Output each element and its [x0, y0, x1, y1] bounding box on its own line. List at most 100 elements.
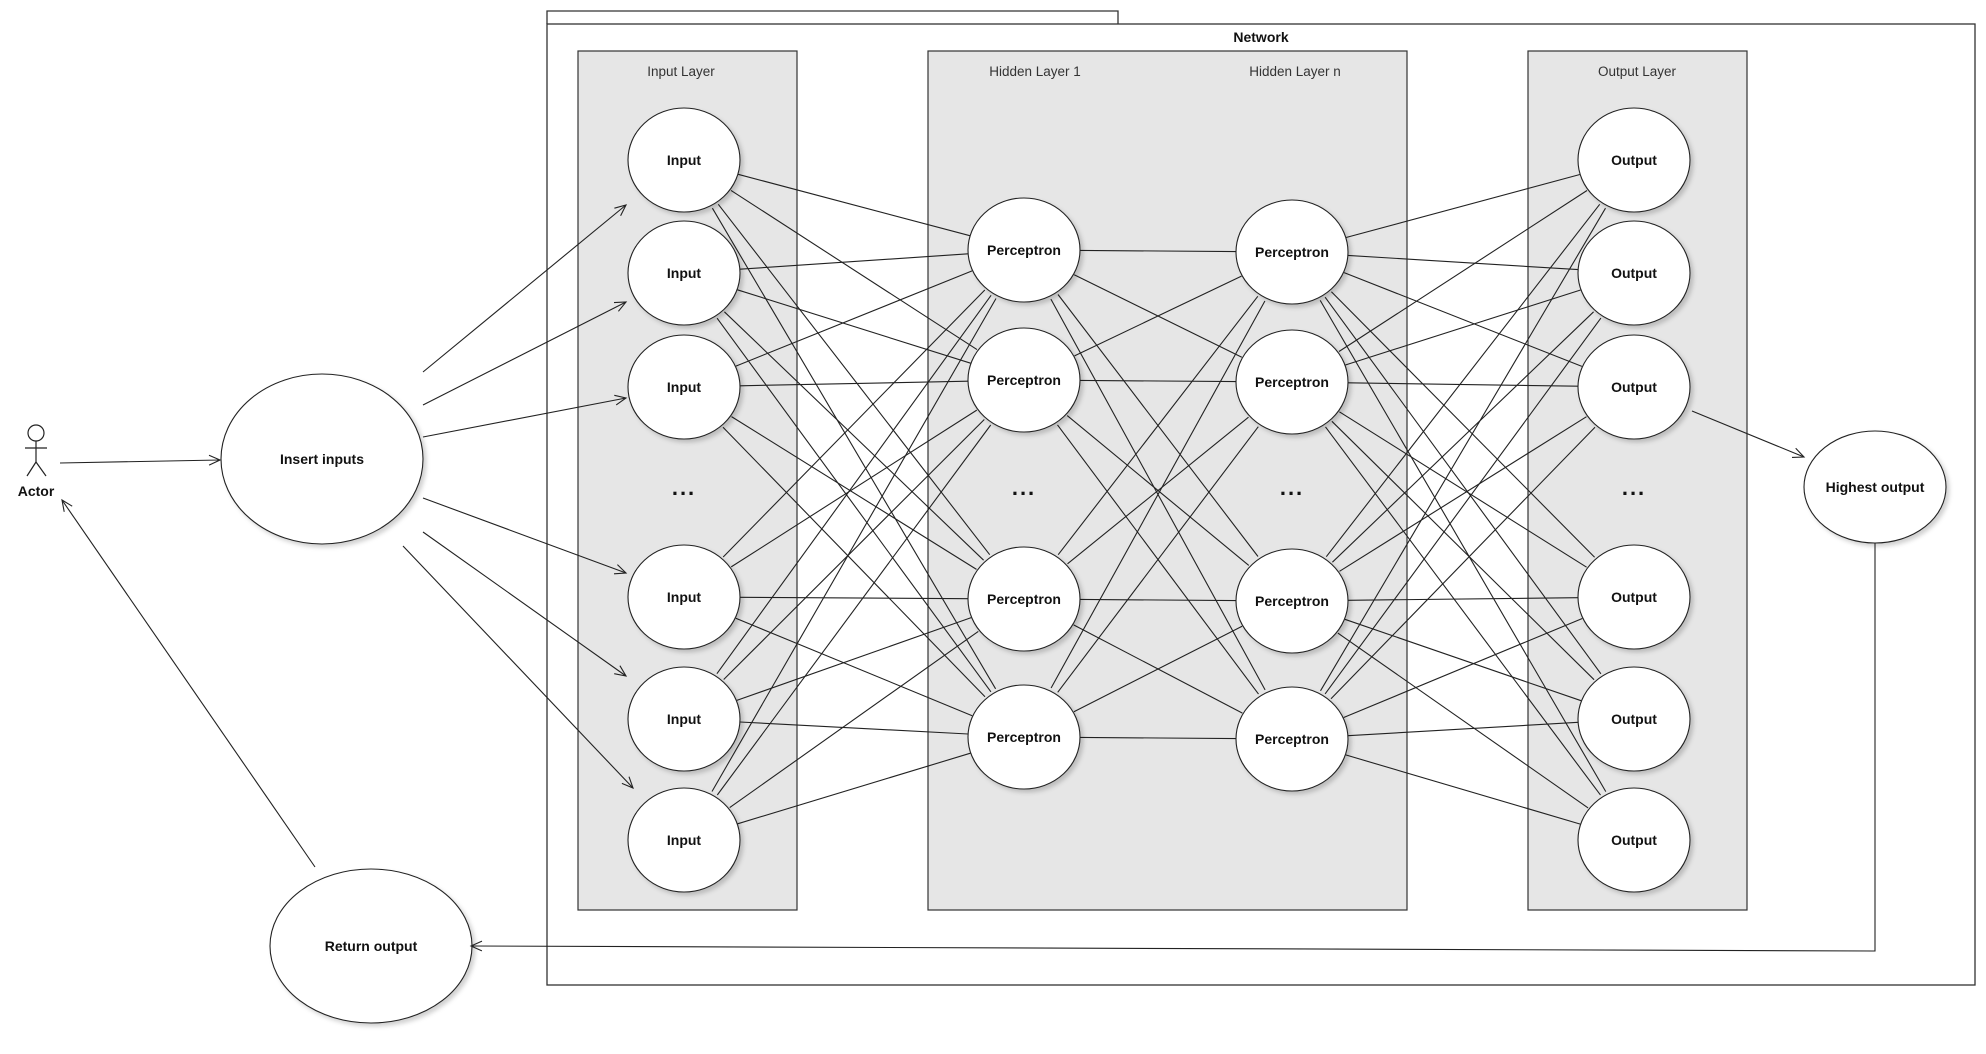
connection-line	[1320, 207, 1606, 692]
output-node: Output	[1577, 334, 1691, 440]
hidden-n-perceptron: Perceptron	[1235, 329, 1349, 435]
connection-line	[722, 426, 986, 698]
connection-line	[737, 173, 971, 237]
connection-line	[730, 189, 978, 351]
network-frame: Network	[546, 10, 1976, 986]
input-node: Input	[627, 666, 741, 772]
connection-line	[1067, 416, 1249, 565]
hidden-layer-1-title: Hidden Layer 1	[989, 64, 1081, 79]
connection-line	[1050, 300, 1266, 689]
connection-line	[1347, 721, 1579, 737]
output-node-label: Output	[1611, 379, 1657, 395]
insert-to-input-arrow	[422, 204, 628, 373]
connection-line	[1331, 291, 1595, 558]
connection-line	[722, 289, 986, 558]
input-node-label: Input	[667, 265, 702, 281]
output-node: Output	[1577, 220, 1691, 326]
connection-line	[1079, 736, 1237, 740]
connection-line	[1345, 289, 1581, 366]
hidden-1-perceptron-label: Perceptron	[987, 591, 1061, 607]
connection-line	[1347, 254, 1579, 271]
input-node: Input	[627, 787, 741, 893]
connection-line	[1073, 625, 1243, 713]
connection-line	[1331, 420, 1595, 681]
connection-line	[737, 289, 971, 364]
connection-line	[730, 409, 978, 568]
return-output-label: Return output	[325, 938, 418, 954]
hidden-n-ellipsis: ...	[1280, 475, 1304, 500]
output-to-highest-arrow	[1691, 410, 1806, 458]
output-ellipsis: ...	[1622, 475, 1646, 500]
input-node: Input	[627, 220, 741, 326]
connection-line	[711, 207, 997, 690]
output-node: Output	[1577, 787, 1691, 893]
actor-label: Actor	[18, 483, 55, 499]
hidden-n-perceptron-label: Perceptron	[1255, 593, 1329, 609]
hidden-n-perceptron-label: Perceptron	[1255, 731, 1329, 747]
insert-to-input-arrow	[422, 531, 628, 677]
flow-arrows	[59, 204, 1876, 952]
output-node-label: Output	[1611, 589, 1657, 605]
input-node-label: Input	[667, 711, 702, 727]
input-node-label: Input	[667, 832, 702, 848]
input-node-label: Input	[667, 152, 702, 168]
connection-line	[1343, 617, 1583, 719]
ellipsis-markers: ... ... ... ...	[672, 475, 1646, 500]
output-node: Output	[1577, 666, 1691, 772]
output-node-label: Output	[1611, 832, 1657, 848]
input-node: Input	[627, 107, 741, 213]
hidden-1-perceptron-label: Perceptron	[987, 242, 1061, 258]
hidden-n-perceptron-label: Perceptron	[1255, 244, 1329, 260]
connection-line	[1339, 411, 1587, 568]
connection-line	[735, 617, 973, 717]
connection-line	[1338, 190, 1588, 352]
connection-line	[731, 416, 977, 570]
connection-line	[1074, 275, 1242, 357]
insert-inputs-use-case: Insert inputs	[220, 373, 424, 545]
input-node: Input	[627, 544, 741, 650]
input-node-label: Input	[667, 379, 702, 395]
connection-line	[1325, 203, 1601, 558]
input-layer-title: Input Layer	[647, 64, 715, 79]
highest-to-return-arrow	[469, 543, 1876, 952]
network-nodes: InputInputInputInputInputInputPerceptron…	[627, 107, 1691, 893]
hidden-n-perceptron-label: Perceptron	[1255, 374, 1329, 390]
connection-line	[1347, 597, 1579, 601]
connection-line	[723, 419, 985, 680]
connection-line	[1079, 249, 1237, 253]
highest-output-use-case: Highest output	[1803, 430, 1947, 544]
connection-line	[1345, 173, 1581, 239]
output-node-label: Output	[1611, 265, 1657, 281]
connection-line	[711, 298, 997, 792]
return-output-use-case: Return output	[269, 868, 473, 1024]
connection-line	[729, 630, 979, 809]
return-to-actor-arrow	[61, 498, 316, 868]
connection-line	[717, 203, 991, 556]
connection-line	[739, 596, 969, 600]
insert-to-input-arrow	[422, 301, 628, 406]
output-layer-title: Output Layer	[1598, 64, 1677, 79]
output-node-label: Output	[1611, 152, 1657, 168]
connection-line	[716, 294, 992, 675]
connection-line	[735, 270, 973, 367]
connection-line	[1337, 632, 1589, 809]
network-frame-title: Network	[1233, 29, 1288, 45]
connection-line	[1332, 311, 1594, 563]
connection-line	[1325, 426, 1601, 796]
connection-line	[1079, 379, 1237, 383]
connection-line	[1324, 296, 1602, 675]
output-node-label: Output	[1611, 711, 1657, 727]
connection-line	[716, 424, 992, 796]
connection-line	[1347, 382, 1579, 387]
connection-line	[739, 253, 969, 270]
hidden-n-perceptron: Perceptron	[1235, 548, 1349, 654]
hidden-n-perceptron: Perceptron	[1235, 686, 1349, 792]
insert-to-input-arrow	[402, 545, 634, 789]
connection-line	[736, 617, 972, 701]
hidden-layer-n-title: Hidden Layer n	[1249, 64, 1341, 79]
highest-output-label: Highest output	[1826, 479, 1925, 495]
connections	[711, 173, 1607, 825]
hidden-1-perceptron: Perceptron	[967, 546, 1081, 652]
connection-line	[1344, 618, 1582, 702]
